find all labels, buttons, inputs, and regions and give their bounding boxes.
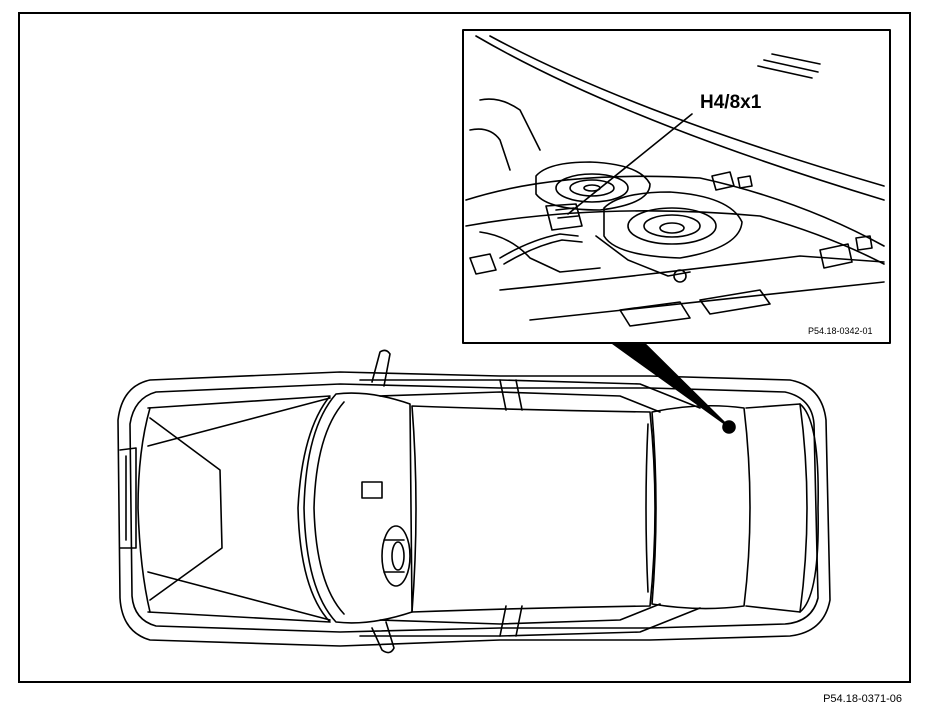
pointer-wedge: [611, 342, 730, 428]
car-body-outline: [117, 371, 831, 647]
trunk: [745, 403, 808, 613]
rear-window: [651, 404, 751, 610]
callout-leader: [567, 113, 693, 215]
callout-label: H4/8x1: [700, 92, 762, 113]
roof: [411, 405, 656, 613]
inset-frame: [462, 29, 891, 344]
inset-reference: P54.18-0342-01: [808, 326, 873, 336]
right-mirror: [371, 621, 395, 654]
detail-inset: [462, 29, 891, 344]
hood: [147, 395, 331, 623]
car-top-view: [117, 349, 831, 654]
left-mirror: [371, 349, 391, 387]
windshield: [303, 392, 413, 624]
speaker-right: [603, 191, 743, 259]
figure-reference: P54.18-0371-06: [823, 693, 902, 705]
steering-wheel: [381, 525, 411, 587]
